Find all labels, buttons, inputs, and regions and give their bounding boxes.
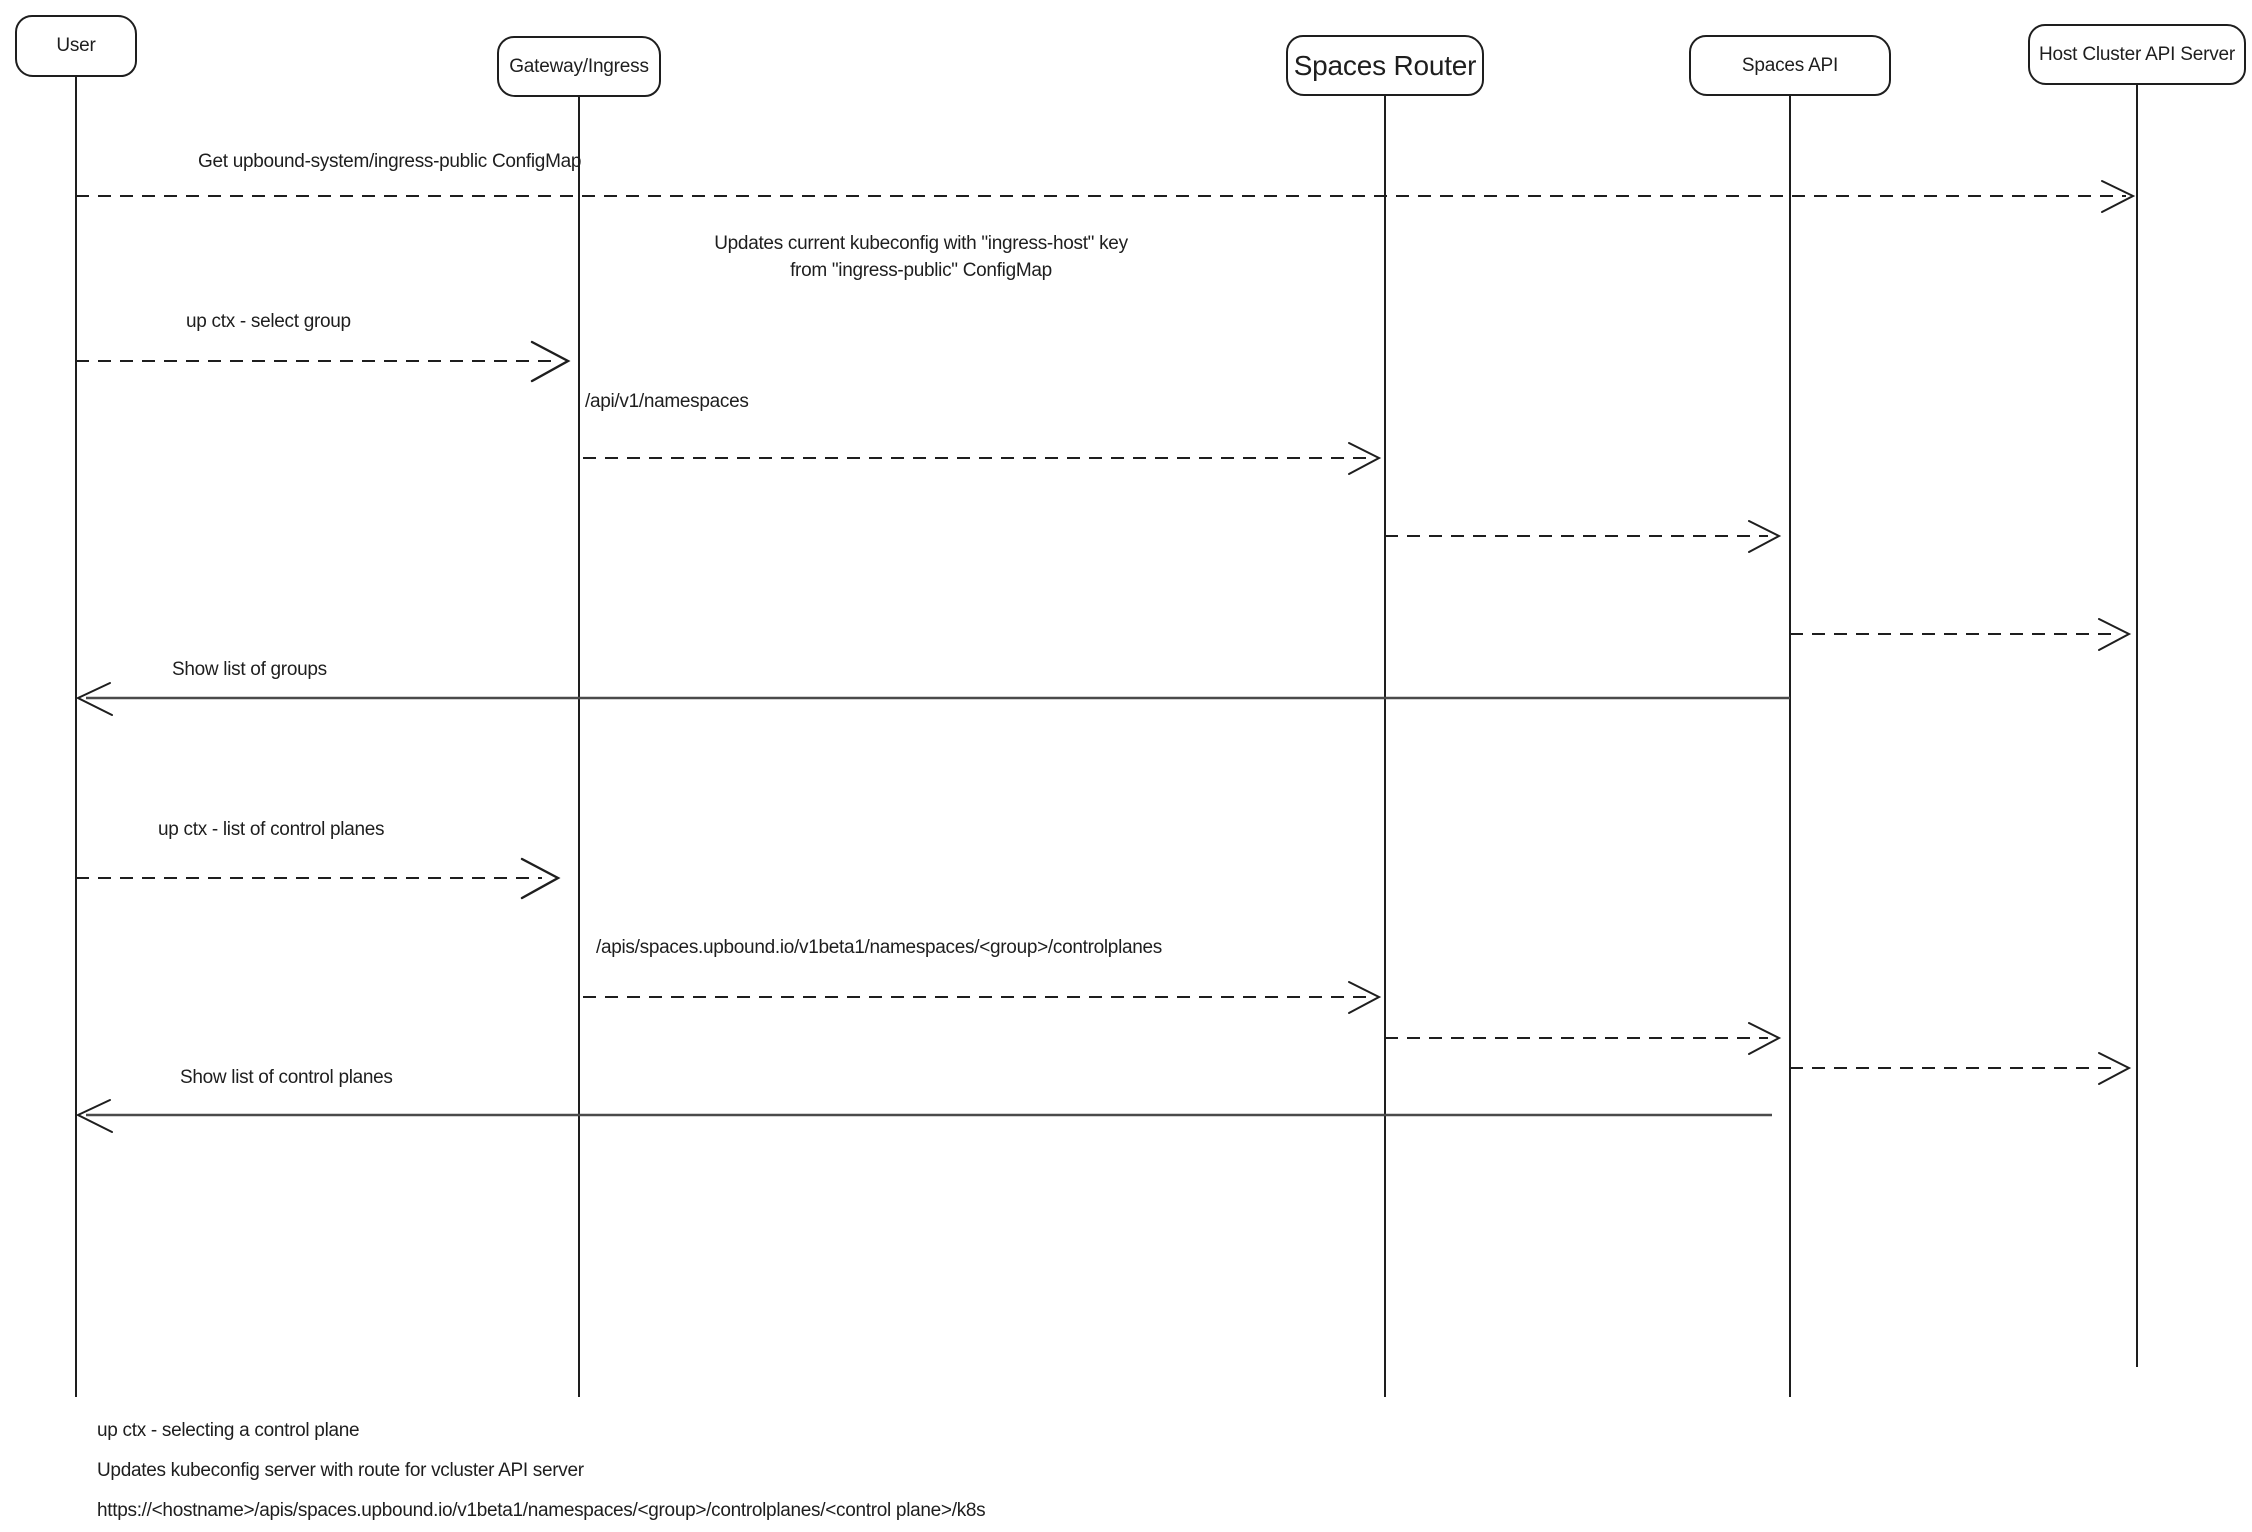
arrow-router-to-spaces-api-1 — [1385, 520, 1782, 553]
arrowhead-right-icon — [1348, 442, 1382, 475]
arrowhead-right-icon — [2098, 1052, 2132, 1085]
note-line-2: from "ingress-public" ConfigMap — [790, 260, 1052, 281]
note-updates-kubeconfig: Updates current kubeconfig with "ingress… — [671, 230, 1171, 284]
arrowhead-right-icon — [2098, 618, 2132, 651]
arrow-show-list-of-groups — [75, 682, 1790, 716]
message-label-show-list-of-control-planes: Show list of control planes — [180, 1067, 393, 1088]
arrow-router-to-spaces-api-2 — [1385, 1022, 1782, 1055]
message-label-up-ctx-select-group: up ctx - select group — [186, 311, 351, 332]
message-label-api-v1-namespaces: /api/v1/namespaces — [585, 391, 749, 412]
arrow-up-ctx-select-group — [76, 340, 571, 383]
note-line-1: Updates current kubeconfig with "ingress… — [714, 233, 1128, 254]
arrowhead-right-icon — [520, 857, 561, 900]
actor-box-spaces-router: Spaces Router — [1286, 35, 1484, 96]
actor-label-spaces-api: Spaces API — [1741, 54, 1839, 76]
arrow-spaces-api-to-host-1 — [1790, 618, 2132, 651]
arrow-get-ingress-configmap — [76, 180, 2136, 213]
arrowhead-right-icon — [1748, 1022, 1782, 1055]
arrowhead-left-icon — [75, 1099, 113, 1133]
arrowhead-right-icon — [2101, 180, 2136, 213]
arrow-show-list-of-control-planes — [75, 1099, 1772, 1133]
actor-label-host-cluster-api-server: Host Cluster API Server — [2038, 43, 2236, 65]
actor-box-user: User — [15, 15, 137, 77]
message-label-show-list-of-groups: Show list of groups — [172, 659, 327, 680]
actor-box-gateway-ingress: Gateway/Ingress — [497, 36, 661, 97]
footnote-vcluster-url: https://<hostname>/apis/spaces.upbound.i… — [97, 1500, 986, 1521]
arrowhead-right-icon — [1748, 520, 1782, 553]
actor-box-host-cluster-api-server: Host Cluster API Server — [2028, 24, 2246, 85]
actor-label-spaces-router: Spaces Router — [1293, 49, 1477, 81]
actor-box-spaces-api: Spaces API — [1689, 35, 1891, 96]
actor-label-user: User — [56, 35, 96, 56]
arrow-spaces-api-to-host-2 — [1790, 1052, 2132, 1085]
arrow-controlplanes-request — [583, 981, 1382, 1014]
arrowhead-right-icon — [1348, 981, 1382, 1014]
arrow-up-ctx-list-control-planes — [76, 857, 561, 900]
footnote-up-ctx-selecting-control-plane: up ctx - selecting a control plane — [97, 1420, 360, 1441]
arrowhead-left-icon — [75, 682, 113, 716]
message-label-controlplanes-request: /apis/spaces.upbound.io/v1beta1/namespac… — [596, 937, 1162, 958]
footnote-updates-kubeconfig-route: Updates kubeconfig server with route for… — [97, 1460, 584, 1481]
arrow-api-v1-namespaces — [583, 442, 1382, 475]
message-label-get-ingress-configmap: Get upbound-system/ingress-public Config… — [198, 151, 582, 172]
arrowhead-right-icon — [530, 340, 571, 383]
actor-label-gateway-ingress: Gateway/Ingress — [509, 55, 649, 77]
message-label-up-ctx-list-control-planes: up ctx - list of control planes — [158, 819, 385, 840]
